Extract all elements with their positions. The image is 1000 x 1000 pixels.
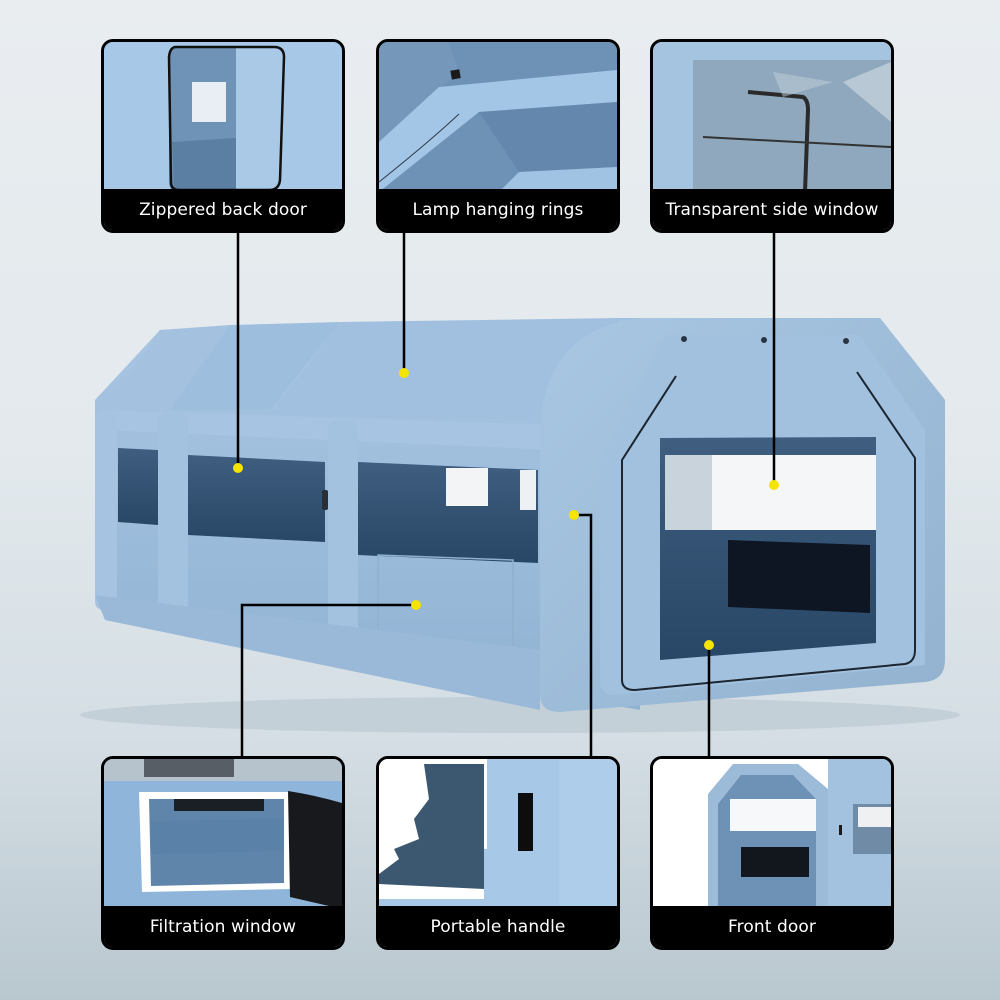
marker-dot-filtration [411, 600, 421, 610]
back-door-photo [104, 42, 342, 192]
feature-label: Portable handle [379, 906, 617, 947]
marker-dot-handle [569, 510, 579, 520]
feature-panel-filtration-window: Filtration window [101, 756, 345, 950]
marker-dot-front-door [704, 640, 714, 650]
side-window-photo [653, 42, 891, 192]
feature-label: Filtration window [104, 906, 342, 947]
feature-label: Front door [653, 906, 891, 947]
marker-dot-side-window [769, 480, 779, 490]
feature-panel-front-door: Front door [650, 756, 894, 950]
feature-panel-zippered-back-door: Zippered back door [101, 39, 345, 233]
front-door-photo [653, 759, 891, 909]
marker-dot-back-door [233, 463, 243, 473]
feature-panel-transparent-side-window: Transparent side window [650, 39, 894, 233]
feature-label: Lamp hanging rings [379, 189, 617, 230]
feature-panel-lamp-hanging-rings: Lamp hanging rings [376, 39, 620, 233]
lamp-rings-photo [379, 42, 617, 192]
marker-dot-lamp-rings [399, 368, 409, 378]
feature-panel-portable-handle: Portable handle [376, 756, 620, 950]
portable-handle-photo [379, 759, 617, 909]
feature-label: Zippered back door [104, 189, 342, 230]
filtration-window-photo [104, 759, 342, 909]
feature-label: Transparent side window [653, 189, 891, 230]
